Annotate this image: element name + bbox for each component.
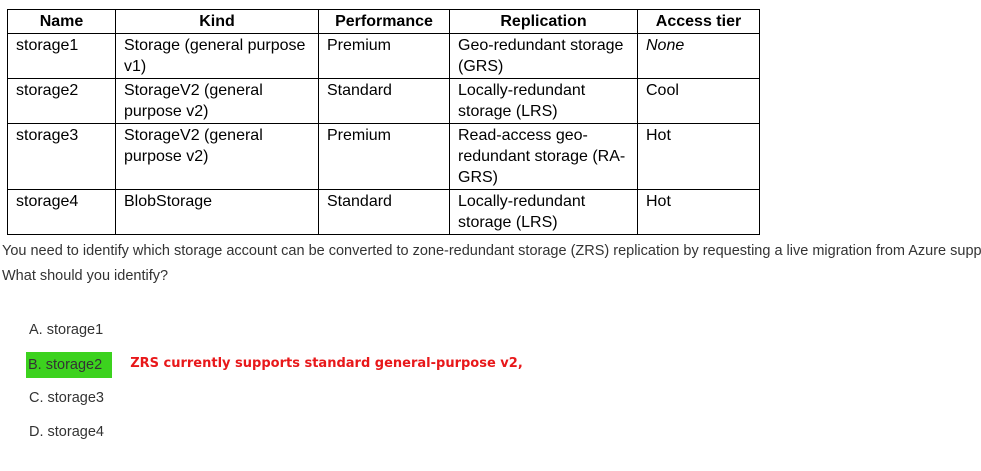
table-row: storage2 StorageV2 (general purpose v2) …: [7, 78, 760, 124]
option-b-label[interactable]: B. storage2: [26, 352, 113, 378]
cell-kind: StorageV2 (general purpose v2): [115, 78, 319, 124]
cell-kind: StorageV2 (general purpose v2): [115, 123, 319, 190]
cell-kind: Storage (general purpose v1): [115, 33, 319, 79]
option-d[interactable]: D. storage4: [28, 420, 523, 454]
cell-kind: BlobStorage: [115, 189, 319, 235]
cell-performance: Standard: [318, 78, 450, 124]
cell-name: storage1: [7, 33, 116, 79]
cell-replication: Read-access geo-redundant storage (RA-GR…: [449, 123, 638, 190]
option-c[interactable]: C. storage3: [28, 386, 523, 420]
option-a[interactable]: A. storage1: [28, 318, 523, 352]
option-a-label[interactable]: A. storage1: [29, 322, 104, 338]
column-header-kind: Kind: [115, 9, 319, 34]
question-text: You need to identify which storage accou…: [2, 239, 981, 289]
option-b[interactable]: B. storage2 ZRS currently supports stand…: [26, 352, 523, 386]
table-row: storage3 StorageV2 (general purpose v2) …: [7, 123, 760, 190]
answer-options: A. storage1 B. storage2 ZRS currently su…: [26, 318, 523, 454]
option-d-label[interactable]: D. storage4: [29, 424, 104, 440]
question-line-2: What should you identify?: [2, 268, 169, 284]
cell-performance: Premium: [318, 123, 450, 190]
cropped-top-text: [90, 0, 960, 3]
table-row: storage1 Storage (general purpose v1) Pr…: [7, 33, 760, 79]
question-line-1: You need to identify which storage accou…: [2, 243, 981, 259]
cell-performance: Premium: [318, 33, 450, 79]
table-header-row: Name Kind Performance Replication Access…: [7, 9, 760, 34]
option-c-label[interactable]: C. storage3: [29, 390, 104, 406]
cell-replication: Locally-redundant storage (LRS): [449, 189, 638, 235]
answer-explanation-note: ZRS currently supports standard general-…: [130, 356, 523, 371]
storage-accounts-table: Name Kind Performance Replication Access…: [7, 9, 760, 235]
cell-replication: Locally-redundant storage (LRS): [449, 78, 638, 124]
cell-access-tier: Hot: [637, 123, 760, 190]
cell-access-tier: Cool: [637, 78, 760, 124]
cell-name: storage2: [7, 78, 116, 124]
cell-performance: Standard: [318, 189, 450, 235]
column-header-name: Name: [7, 9, 116, 34]
column-header-performance: Performance: [318, 9, 450, 34]
column-header-replication: Replication: [449, 9, 638, 34]
cell-access-tier: None: [637, 33, 760, 79]
table-row: storage4 BlobStorage Standard Locally-re…: [7, 189, 760, 235]
cell-name: storage4: [7, 189, 116, 235]
cell-name: storage3: [7, 123, 116, 190]
column-header-access-tier: Access tier: [637, 9, 760, 34]
cell-replication: Geo-redundant storage (GRS): [449, 33, 638, 79]
cell-access-tier: Hot: [637, 189, 760, 235]
